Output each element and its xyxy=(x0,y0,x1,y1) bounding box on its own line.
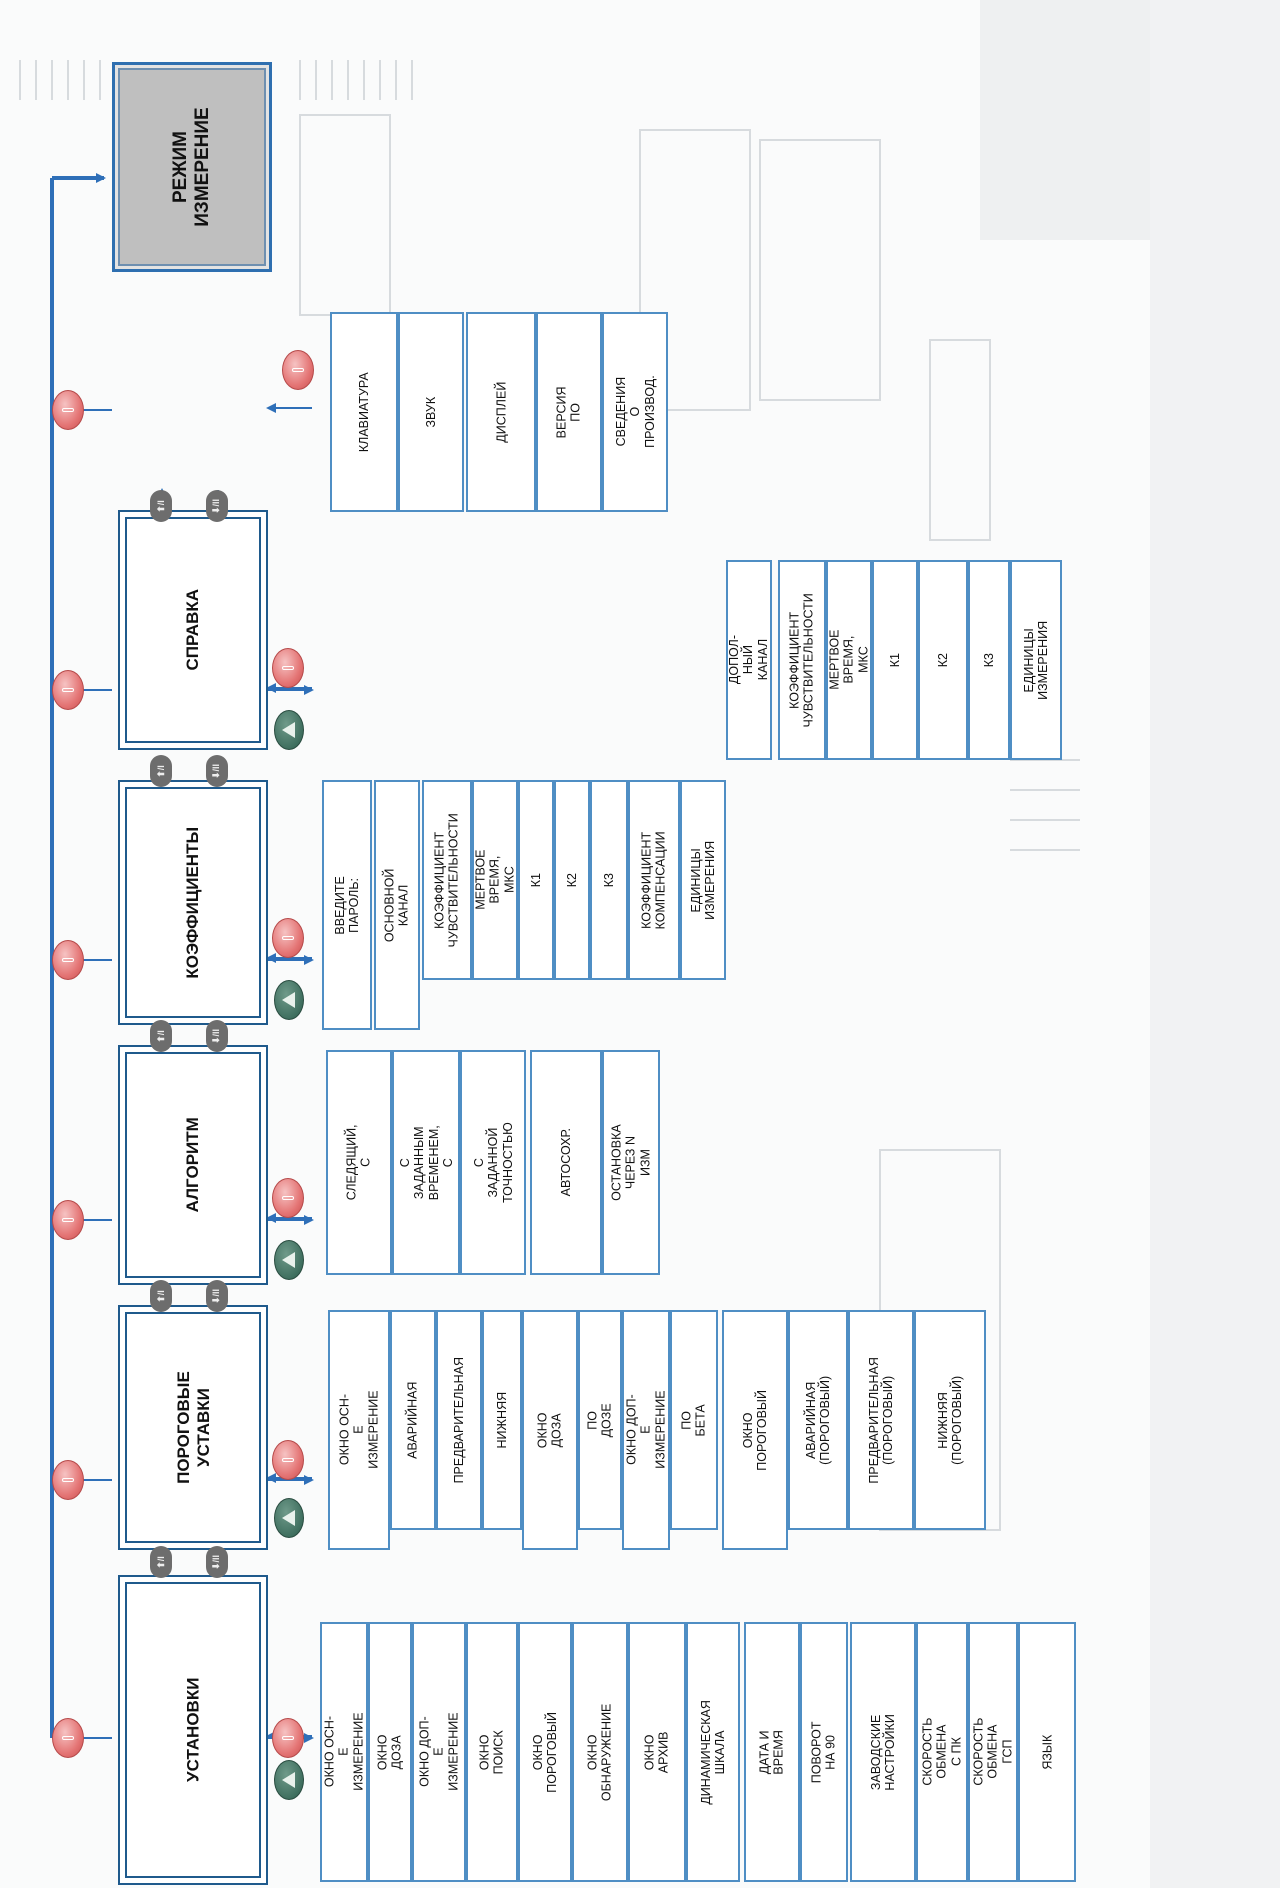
algoritm-item[interactable]: С ЗАДАННОЙ ТОЧНОСТЬЮ xyxy=(460,1050,526,1275)
escape-button-icon[interactable] xyxy=(52,390,84,430)
ustanovki-item[interactable]: СКОРОСТЬ ОБМЕНА С ПК xyxy=(916,1622,968,1882)
koef-item[interactable]: К2 xyxy=(918,560,968,760)
nav-up-pill[interactable]: ⬆/I xyxy=(150,1546,172,1578)
algoritm-item[interactable]: СЛЕДЯЩИЙ, С xyxy=(326,1050,392,1275)
enter-button-icon[interactable] xyxy=(274,1240,304,1280)
koef-item[interactable]: МЕРТВОЕ ВРЕМЯ, МКС xyxy=(472,780,518,980)
enter-button-icon[interactable] xyxy=(274,980,304,1020)
porogovye-item[interactable]: ОКНО ОСН-Е ИЗМЕРЕНИЕ xyxy=(328,1310,390,1550)
porogovye-item[interactable]: ПРЕДВАРИТЕЛЬНАЯ xyxy=(436,1310,482,1530)
koef-item[interactable]: КОЭФФИЦИЕНТ ЧУВСТВИТЕЛЬНОСТИ xyxy=(422,780,472,980)
ustanovki-item[interactable]: ОКНО АРХИВ xyxy=(628,1622,686,1882)
koef-item[interactable]: КОЭФФИЦИЕНТ ЧУВСТВИТЕЛЬНОСТИ xyxy=(778,560,826,760)
porogovye-item[interactable]: ОКНО ДОП-Е ИЗМЕРЕНИЕ xyxy=(622,1310,670,1550)
spravka-item[interactable]: ДИСПЛЕЙ xyxy=(466,312,536,512)
escape-button-icon[interactable] xyxy=(52,670,84,710)
porogovye-item[interactable]: НИЖНЯЯ xyxy=(482,1310,522,1530)
ustanovki-item[interactable]: ОКНО ПОРОГОВЫЙ xyxy=(518,1622,572,1882)
enter-button-icon[interactable] xyxy=(274,710,304,750)
enter-button-icon[interactable] xyxy=(274,1760,304,1800)
porogovye-item[interactable]: ПО ДОЗЕ xyxy=(578,1310,622,1530)
porogovye-item[interactable]: НИЖНЯЯ (ПОРОГОВЫЙ) xyxy=(914,1310,986,1530)
porogovye-item[interactable]: ОКНО ДОЗА xyxy=(522,1310,578,1550)
escape-button-icon[interactable] xyxy=(272,1440,304,1480)
menu-algoritm[interactable]: АЛГОРИТМ xyxy=(118,1045,268,1285)
algoritm-item[interactable]: ОСТАНОВКА ЧЕРЕЗ N ИЗМ xyxy=(602,1050,660,1275)
koef-item[interactable]: КОЭФФИЦИЕНТ КОМПЕНСАЦИИ xyxy=(628,780,680,980)
koef-item[interactable]: ЕДИНИЦЫ ИЗМЕРЕНИЯ xyxy=(680,780,726,980)
nav-up-pill[interactable]: ⬆/I xyxy=(150,490,172,522)
spravka-item[interactable]: КЛАВИАТУРА xyxy=(330,312,398,512)
koef-item[interactable]: ЕДИНИЦЫ ИЗМЕРЕНИЯ xyxy=(1010,560,1062,760)
nav-down-pill[interactable]: ⬇/II xyxy=(206,755,228,787)
porogovye-item[interactable]: ОКНО ПОРОГОВЫЙ xyxy=(722,1310,788,1550)
algoritm-item[interactable]: С ЗАДАННЫМ ВРЕМЕНЕМ, С xyxy=(392,1050,460,1275)
ustanovki-item[interactable]: ЗАВОДСКИЕ НАСТРОЙКИ xyxy=(850,1622,916,1882)
ustanovki-item[interactable]: ДАТА И ВРЕМЯ xyxy=(744,1622,800,1882)
enter-button-icon[interactable] xyxy=(274,1498,304,1538)
nav-up-pill[interactable]: ⬆/I xyxy=(150,755,172,787)
nav-up-pill[interactable]: ⬆/I xyxy=(150,1020,172,1052)
ustanovki-item[interactable]: ПОВОРОТ НА 90 xyxy=(800,1622,848,1882)
ustanovki-item[interactable]: ОКНО ДОП-Е ИЗМЕРЕНИЕ xyxy=(412,1622,466,1882)
escape-button-icon[interactable] xyxy=(272,918,304,958)
nav-down-pill[interactable]: ⬇/II xyxy=(206,1280,228,1312)
koef-item[interactable]: К2 xyxy=(554,780,590,980)
koef-item[interactable]: К1 xyxy=(872,560,918,760)
menu-spravka[interactable]: СПРАВКА xyxy=(118,510,268,750)
ustanovki-item[interactable]: ОКНО ДОЗА xyxy=(368,1622,412,1882)
koef-item[interactable]: МЕРТВОЕ ВРЕМЯ, МКС xyxy=(826,560,872,760)
spravka-item[interactable]: ВЕРСИЯ ПО xyxy=(536,312,602,512)
escape-button-icon[interactable] xyxy=(282,350,314,390)
ustanovki-item[interactable]: ОКНО ОСН-Е ИЗМЕРЕНИЕ xyxy=(320,1622,368,1882)
menu-koefficienty[interactable]: КОЭФФИЦИЕНТЫ xyxy=(118,780,268,1025)
ustanovki-item[interactable]: ОКНО ОБНАРУЖЕНИЕ xyxy=(572,1622,628,1882)
koef-item[interactable]: ДОПОЛ-НЫЙ КАНАЛ xyxy=(726,560,772,760)
escape-button-icon[interactable] xyxy=(272,1718,304,1758)
koef-item[interactable]: К3 xyxy=(968,560,1010,760)
escape-button-icon[interactable] xyxy=(272,648,304,688)
escape-button-icon[interactable] xyxy=(272,1178,304,1218)
koef-item[interactable]: К3 xyxy=(590,780,628,980)
porogovye-item[interactable]: АВАРИЙНАЯ (ПОРОГОВЫЙ) xyxy=(788,1310,848,1530)
porogovye-item[interactable]: ПРЕДВАРИТЕЛЬНАЯ (ПОРОГОВЫЙ) xyxy=(848,1310,914,1530)
escape-button-icon[interactable] xyxy=(52,940,84,980)
porogovye-item[interactable]: ПО БЕТА xyxy=(670,1310,718,1530)
escape-button-icon[interactable] xyxy=(52,1460,84,1500)
nav-up-pill[interactable]: ⬆/I xyxy=(150,1280,172,1312)
menu-porogovye-ustavki[interactable]: ПОРОГОВЫЕ УСТАВКИ xyxy=(118,1305,268,1550)
nav-down-pill[interactable]: ⬇/II xyxy=(206,490,228,522)
ustanovki-item[interactable]: ДИНАМИЧЕСКАЯ ШКАЛА xyxy=(686,1622,740,1882)
koef-item[interactable]: К1 xyxy=(518,780,554,980)
nav-down-pill[interactable]: ⬇/II xyxy=(206,1020,228,1052)
nav-down-pill[interactable]: ⬇/II xyxy=(206,1546,228,1578)
koef-item[interactable]: ВВЕДИТЕ ПАРОЛЬ: xyxy=(322,780,372,1030)
porogovye-item[interactable]: АВАРИЙНАЯ xyxy=(390,1310,436,1530)
menu-ustanovki[interactable]: УСТАНОВКИ xyxy=(118,1575,268,1885)
algoritm-item[interactable]: АВТОСОХР. xyxy=(530,1050,602,1275)
ustanovki-item[interactable]: СКОРОСТЬ ОБМЕНА ГСП xyxy=(968,1622,1018,1882)
ustanovki-item[interactable]: ЯЗЫК xyxy=(1018,1622,1076,1882)
koef-item[interactable]: ОСНОВНОЙ КАНАЛ xyxy=(374,780,420,1030)
spravka-item[interactable]: СВЕДЕНИЯ О ПРОИЗВОД. xyxy=(602,312,668,512)
escape-button-icon[interactable] xyxy=(52,1718,84,1758)
measure-mode-box[interactable]: РЕЖИМ ИЗМЕРЕНИЕ xyxy=(112,62,272,272)
escape-button-icon[interactable] xyxy=(52,1200,84,1240)
ustanovki-item[interactable]: ОКНО ПОИСК xyxy=(466,1622,518,1882)
spravka-item[interactable]: ЗВУК xyxy=(398,312,464,512)
